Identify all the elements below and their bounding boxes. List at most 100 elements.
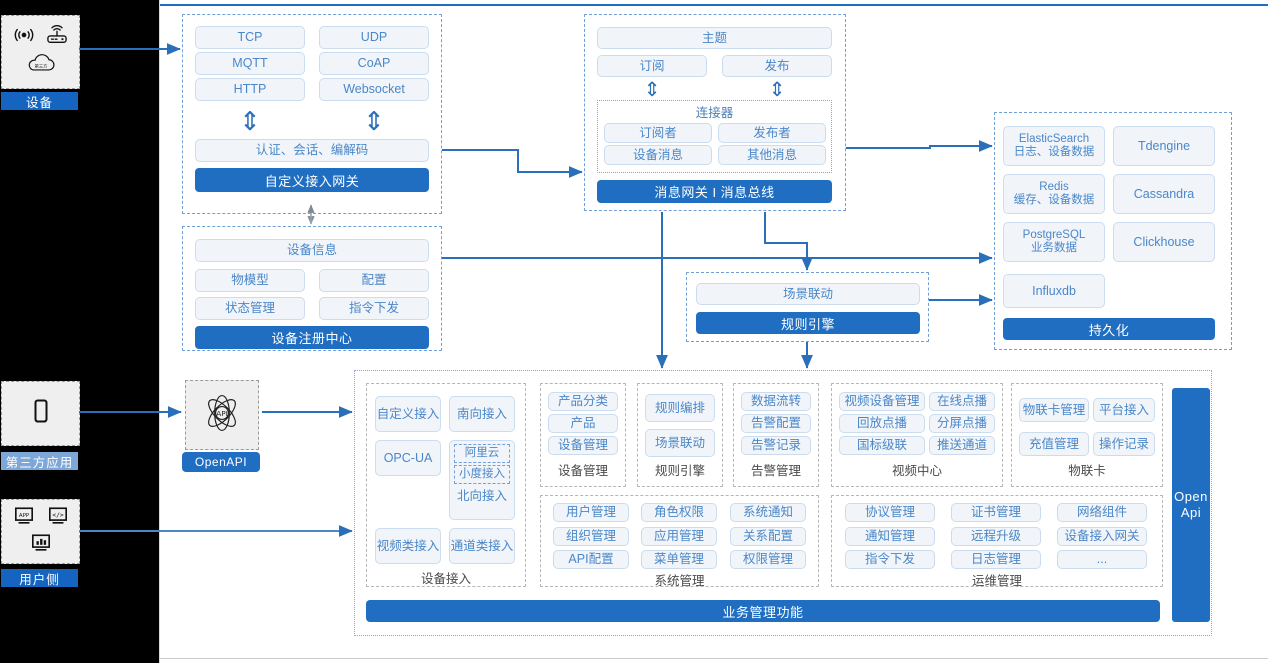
video-push-channel[interactable]: 推送通道 [929, 436, 995, 455]
ops-log-manage[interactable]: 日志管理 [951, 550, 1041, 569]
connector-subscriber[interactable]: 订阅者 [604, 123, 712, 143]
topic-cell[interactable]: 主题 [597, 27, 832, 49]
device-registry-footer[interactable]: 设备注册中心 [195, 326, 429, 349]
protocol-http[interactable]: HTTP [195, 78, 305, 101]
publish-cell[interactable]: 发布 [722, 55, 832, 77]
iot-card-platform-access[interactable]: 平台接入 [1093, 398, 1155, 422]
northbound-xiaodu[interactable]: 小度接入 [454, 465, 510, 484]
persistence-postgresql-sub: 业务数据 [1031, 242, 1077, 254]
sys-org-manage[interactable]: 组织管理 [553, 527, 629, 546]
persistence-elasticsearch-name: ElasticSearch [1018, 132, 1090, 145]
alarm-record[interactable]: 告警记录 [741, 436, 811, 455]
openapi-vertical-bar[interactable]: Open Api [1172, 388, 1210, 622]
iot-card-manage[interactable]: 物联卡管理 [1019, 398, 1089, 422]
sys-app-manage[interactable]: 应用管理 [641, 527, 717, 546]
iot-card-recharge[interactable]: 充值管理 [1019, 432, 1089, 456]
router-icon [45, 25, 69, 50]
custom-access-gateway-footer[interactable]: 自定义接入网关 [195, 168, 429, 192]
third-party-icon-card [1, 381, 80, 446]
iot-card-operation-log[interactable]: 操作记录 [1093, 432, 1155, 456]
openapi-badge[interactable]: OpenAPI [182, 452, 260, 472]
protocol-coap[interactable]: CoAP [319, 52, 429, 75]
scene-linkage-cell[interactable]: 场景联动 [696, 283, 920, 305]
video-split-screen[interactable]: 分屏点播 [929, 414, 995, 433]
device-access-opcua[interactable]: OPC-UA [375, 440, 441, 476]
svg-text:APP: APP [18, 512, 29, 518]
sys-api-config[interactable]: API配置 [553, 550, 629, 569]
subscribe-cell[interactable]: 订阅 [597, 55, 707, 77]
rule-engine-footer[interactable]: 规则引擎 [696, 312, 920, 334]
persistence-elasticsearch[interactable]: ElasticSearch 日志、设备数据 [1003, 126, 1105, 166]
ops-protocol-manage[interactable]: 协议管理 [845, 503, 935, 522]
business-footer[interactable]: 业务管理功能 [366, 600, 1160, 622]
northbound-aliyun[interactable]: 阿里云 [454, 444, 510, 463]
config-cell[interactable]: 配置 [319, 269, 429, 292]
alarm-data-flow[interactable]: 数据流转 [741, 392, 811, 411]
rule-engine-title: 规则引擎 [654, 463, 705, 478]
auth-session-codec[interactable]: 认证、会话、编解码 [195, 139, 429, 162]
openapi-bar-line2: Api [1180, 505, 1202, 520]
rule-engine-orchestration[interactable]: 规则编排 [645, 394, 715, 422]
video-device-manage[interactable]: 视频设备管理 [839, 392, 925, 411]
device-manage-product-category[interactable]: 产品分类 [548, 392, 618, 411]
connector-publisher[interactable]: 发布者 [718, 123, 826, 143]
wifi-signal-icon [13, 26, 35, 49]
device-access-southbound[interactable]: 南向接入 [449, 396, 515, 432]
persistence-redis[interactable]: Redis 缓存、设备数据 [1003, 174, 1105, 214]
protocol-udp[interactable]: UDP [319, 26, 429, 49]
rail-divider [159, 0, 160, 663]
ops-manage-title: 运维管理 [971, 573, 1022, 588]
persistence-elasticsearch-sub: 日志、设备数据 [1013, 146, 1095, 158]
device-access-northbound[interactable]: 阿里云 小度接入 北向接入 [449, 440, 515, 520]
sys-user-manage[interactable]: 用户管理 [553, 503, 629, 522]
device-icon-card: 第三方 [1, 15, 80, 89]
sys-menu-manage[interactable]: 菜单管理 [641, 550, 717, 569]
connector-title: 连接器 [695, 105, 734, 120]
rule-engine-container [686, 272, 929, 342]
chart-window-icon [30, 533, 52, 558]
device-access-custom[interactable]: 自定义接入 [375, 396, 441, 432]
state-manage-cell[interactable]: 状态管理 [195, 297, 305, 320]
ops-device-gateway[interactable]: 设备接入网关 [1057, 527, 1147, 546]
video-gb-cascade[interactable]: 国标级联 [839, 436, 925, 455]
openapi-bar-line1: Open [1174, 488, 1208, 504]
video-playback[interactable]: 回放点播 [839, 414, 925, 433]
device-manage-device[interactable]: 设备管理 [548, 436, 618, 455]
message-gateway-container [584, 14, 846, 211]
ops-remote-upgrade[interactable]: 远程升级 [951, 527, 1041, 546]
sys-permission-manage[interactable]: 权限管理 [730, 550, 806, 569]
connector-device-message[interactable]: 设备消息 [604, 145, 712, 165]
thing-model-cell[interactable]: 物模型 [195, 269, 305, 292]
protocol-mqtt[interactable]: MQTT [195, 52, 305, 75]
ops-cert-manage[interactable]: 证书管理 [951, 503, 1041, 522]
sys-relation-config[interactable]: 关系配置 [730, 527, 806, 546]
ops-network-component[interactable]: 网络组件 [1057, 503, 1147, 522]
updown-arrow-subscribe: ⇕ [643, 79, 661, 101]
persistence-footer[interactable]: 持久化 [1003, 318, 1215, 340]
protocol-tcp[interactable]: TCP [195, 26, 305, 49]
device-access-video[interactable]: 视频类接入 [375, 528, 441, 564]
sys-role-permission[interactable]: 角色权限 [641, 503, 717, 522]
device-access-channel[interactable]: 通道类接入 [449, 528, 515, 564]
sys-notification[interactable]: 系统通知 [730, 503, 806, 522]
persistence-clickhouse[interactable]: Clickhouse [1113, 222, 1215, 262]
persistence-cassandra[interactable]: Cassandra [1113, 174, 1215, 214]
alarm-config[interactable]: 告警配置 [741, 414, 811, 433]
command-dispatch-cell[interactable]: 指令下发 [319, 297, 429, 320]
video-online-play[interactable]: 在线点播 [929, 392, 995, 411]
message-bus-footer[interactable]: 消息网关 I 消息总线 [597, 180, 832, 203]
svg-text:</>: </> [52, 511, 64, 518]
persistence-tdengine[interactable]: Tdengine [1113, 126, 1215, 166]
device-manage-product[interactable]: 产品 [548, 414, 618, 433]
persistence-influxdb[interactable]: Influxdb [1003, 274, 1105, 308]
ops-more[interactable]: ... [1057, 550, 1147, 569]
ops-command-dispatch[interactable]: 指令下发 [845, 550, 935, 569]
protocol-websocket[interactable]: Websocket [319, 78, 429, 101]
api-atom-icon: API [200, 391, 244, 440]
rule-engine-scene-linkage[interactable]: 场景联动 [645, 429, 715, 457]
device-info-cell[interactable]: 设备信息 [195, 239, 429, 262]
ops-notify-manage[interactable]: 通知管理 [845, 527, 935, 546]
connector-other-message[interactable]: 其他消息 [718, 145, 826, 165]
persistence-postgresql[interactable]: PostgreSQL 业务数据 [1003, 222, 1105, 262]
access-gateway-container [182, 14, 442, 214]
